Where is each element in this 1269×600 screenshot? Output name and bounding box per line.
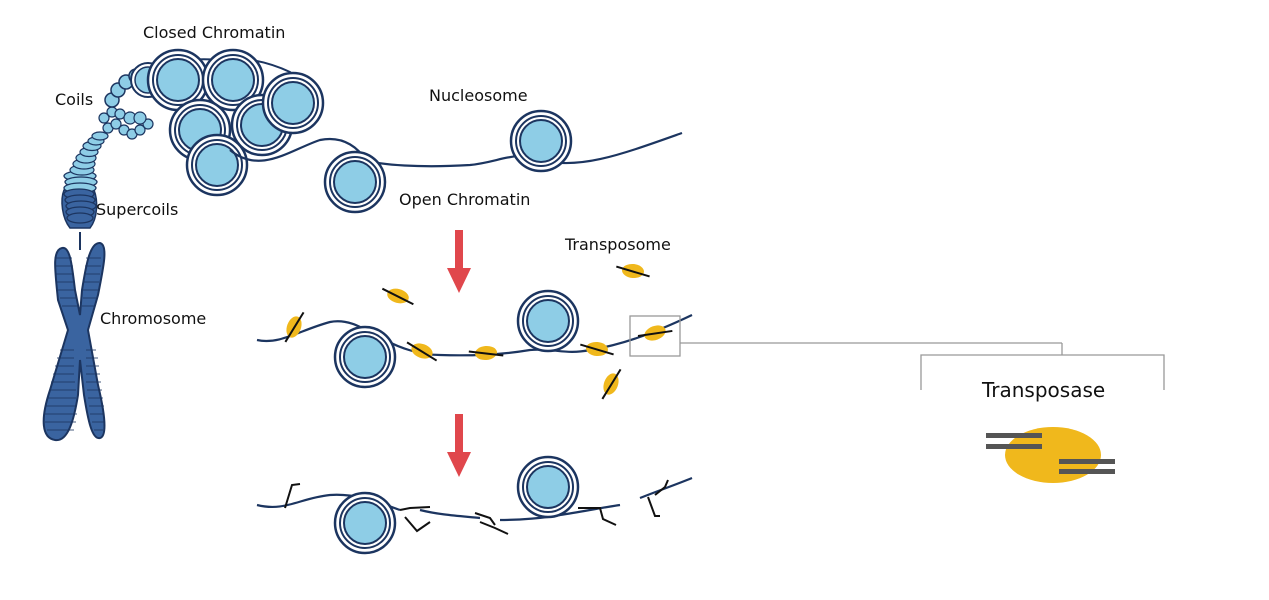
closed-chromatin — [130, 48, 325, 197]
transposome-binding-strand — [256, 261, 693, 404]
chromosome-bands — [45, 257, 104, 431]
transposome-icon — [635, 319, 675, 347]
supercoils — [61, 170, 98, 229]
coils — [69, 106, 154, 176]
zoom-box — [629, 315, 681, 357]
transposome-icon — [597, 364, 625, 404]
transposome-icon — [578, 339, 616, 359]
label-closed-chromatin: Closed Chromatin — [143, 23, 285, 42]
label-supercoils: Supercoils — [96, 200, 178, 219]
red-down-arrow-icon — [447, 414, 471, 477]
transposome-icon — [280, 307, 308, 347]
label-transposome: Transposome — [564, 235, 671, 254]
label-coils: Coils — [55, 90, 93, 109]
label-chromosome: Chromosome — [100, 309, 206, 328]
transposome-icon — [614, 261, 652, 281]
connector-lines — [680, 342, 1165, 390]
transposome-icon — [378, 283, 418, 309]
chromosome — [42, 232, 106, 442]
label-nucleosome: Nucleosome — [429, 86, 528, 105]
open-chromatin-strand — [229, 109, 683, 214]
red-down-arrow-icon — [447, 230, 471, 293]
transposase-icon — [986, 427, 1115, 483]
label-transposase: Transposase — [981, 378, 1105, 402]
label-open-chromatin: Open Chromatin — [399, 190, 530, 209]
fragmented-dna — [256, 455, 693, 555]
